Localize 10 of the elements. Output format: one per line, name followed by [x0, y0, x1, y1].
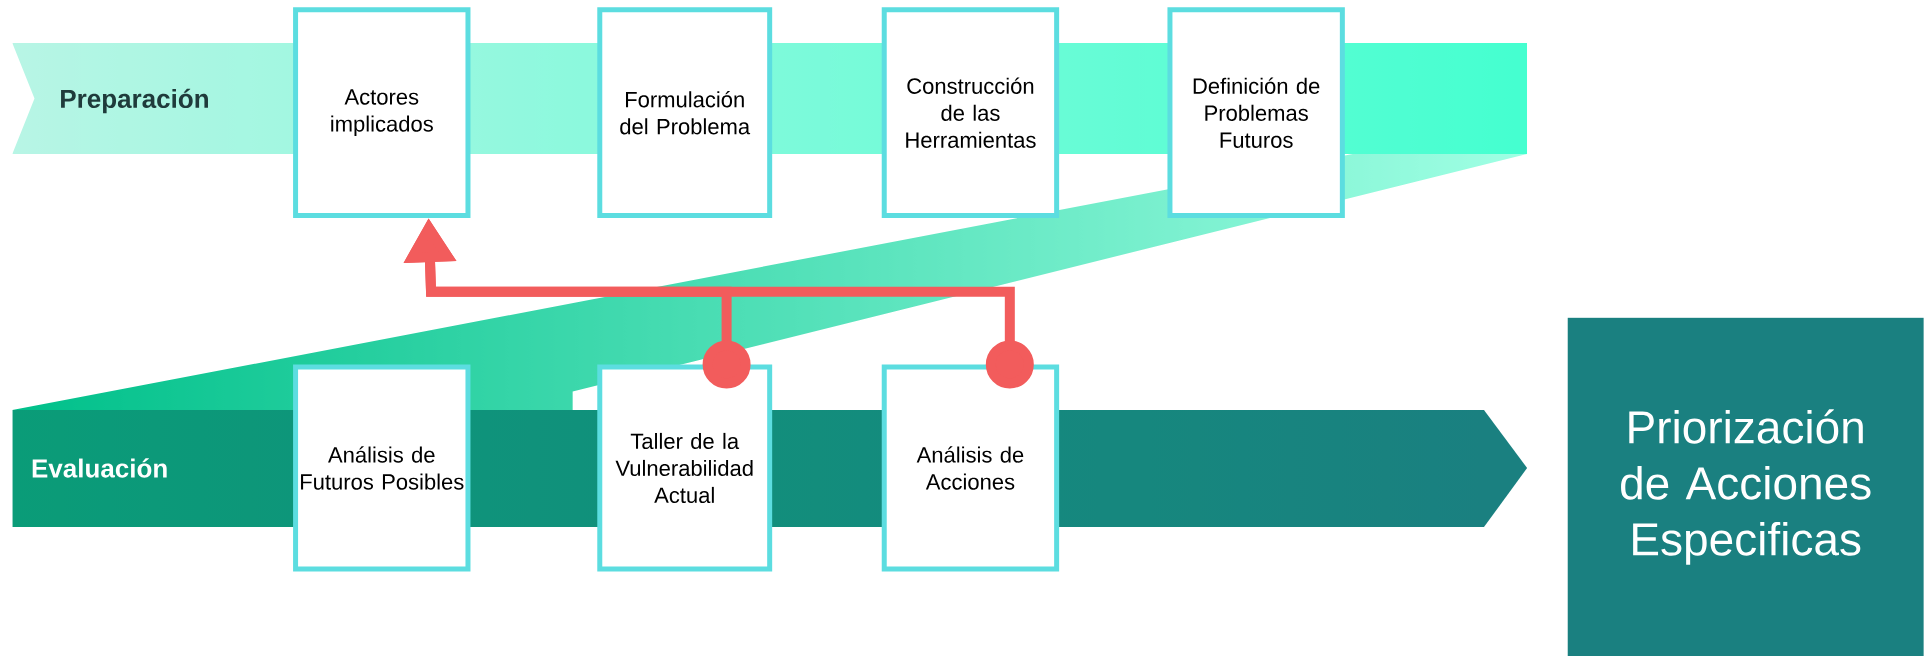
process-box: Formulación del Problema: [597, 7, 773, 218]
process-box: Definición de Problemas Futuros: [1167, 7, 1345, 218]
process-box: Construcción de las Herramientas: [881, 7, 1060, 218]
band-arrow: Evaluación: [32, 458, 167, 478]
process-box: Taller de la Vulnerabilidad Actual: [597, 364, 773, 572]
process-box: Actores implicados: [293, 7, 471, 218]
band-arrow: Preparación: [61, 88, 208, 114]
result-box: Priorización de Acciones Especificas: [1567, 317, 1924, 656]
process-box: Análisis de Acciones: [881, 364, 1060, 572]
process-box: Análisis de Futuros Posibles: [293, 364, 471, 572]
